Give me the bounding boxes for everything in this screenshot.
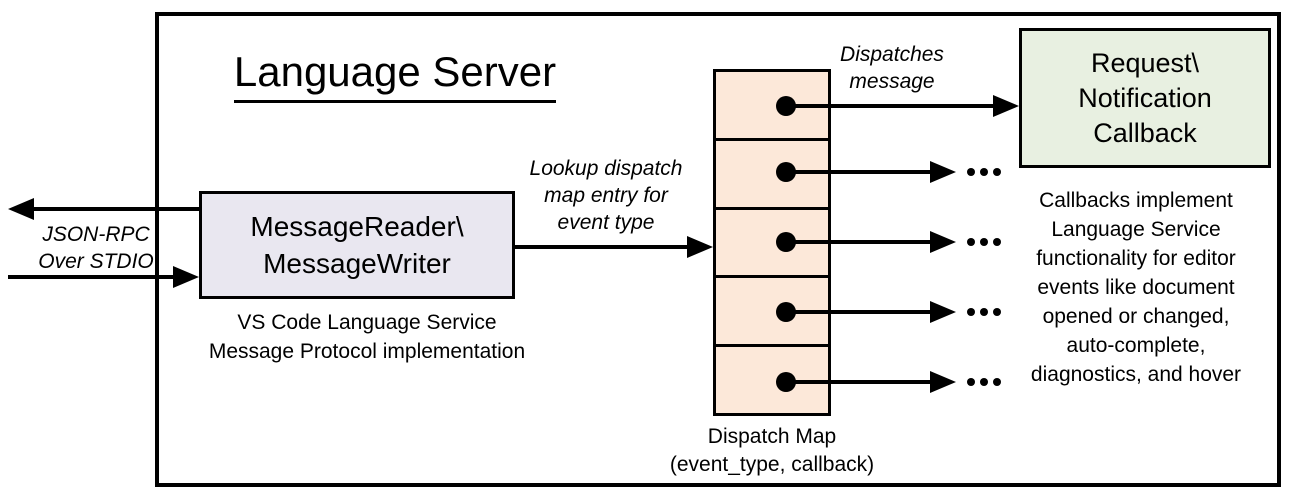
stdio-label: JSON-RPC Over STDIO xyxy=(16,221,176,275)
more-callbacks-ellipsis-icon xyxy=(967,308,1001,316)
message-caption-line1: VS Code Language Service xyxy=(237,311,497,334)
lookup-label-line1: Lookup dispatch xyxy=(529,157,683,180)
callbacks-note-line2: Language Service xyxy=(1051,218,1221,241)
message-reader-writer-box: MessageReader\ MessageWriter xyxy=(199,191,515,299)
request-notification-callback-box: Request\ Notification Callback xyxy=(1019,28,1271,168)
message-box-line2: MessageWriter xyxy=(263,248,451,279)
lookup-arrow-shaft xyxy=(515,245,689,249)
message-caption-line2: Message Protocol implementation xyxy=(208,340,526,363)
dispatches-message-label: Dispatches message xyxy=(806,41,978,95)
dispatch-map-cell xyxy=(716,210,828,279)
lookup-arrow-head-icon xyxy=(687,236,713,258)
dispatches-label-line1: Dispatches xyxy=(840,43,944,66)
message-box-caption: VS Code Language Service Message Protoco… xyxy=(177,308,557,366)
dispatch-map-caption-line2: (event_type, callback) xyxy=(669,453,875,476)
dispatch-arrow-4-shaft xyxy=(786,310,932,314)
callbacks-note-line6: auto-complete, xyxy=(1066,334,1206,357)
dispatch-map-caption: Dispatch Map (event_type, callback) xyxy=(652,423,892,479)
dispatch-arrow-1-head-icon xyxy=(993,95,1019,117)
dispatch-map-cell xyxy=(716,72,828,141)
lookup-label-line3: event type xyxy=(557,211,655,234)
dispatch-arrow-4-head-icon xyxy=(930,301,956,323)
more-callbacks-ellipsis-icon xyxy=(967,238,1001,246)
dispatches-label-line2: message xyxy=(849,70,935,93)
stdio-out-arrow-shaft xyxy=(30,207,199,211)
callback-box-line2: Notification xyxy=(1078,82,1212,113)
callbacks-note-line1: Callbacks implement xyxy=(1039,189,1233,212)
callbacks-note-line4: events like document xyxy=(1037,276,1235,299)
lookup-label: Lookup dispatch map entry for event type xyxy=(510,155,702,236)
callbacks-note-line5: opened or changed, xyxy=(1042,305,1230,328)
stdio-in-arrow-head-icon xyxy=(173,266,199,288)
dispatch-arrow-3-shaft xyxy=(786,240,932,244)
dispatch-arrow-2-head-icon xyxy=(930,161,956,183)
lookup-label-line2: map entry for xyxy=(544,184,668,207)
language-server-boundary-box xyxy=(155,12,1281,487)
stdio-label-line1: JSON-RPC xyxy=(42,223,150,246)
callback-box-line1: Request\ xyxy=(1090,47,1200,78)
dispatch-arrow-3-head-icon xyxy=(930,231,956,253)
dispatch-map-cell xyxy=(716,141,828,210)
more-callbacks-ellipsis-icon xyxy=(967,378,1001,386)
callbacks-note-line7: diagnostics, and hover xyxy=(1030,363,1242,386)
diagram-title: Language Server xyxy=(200,46,590,103)
stdio-in-arrow-shaft xyxy=(8,275,175,279)
callbacks-note: Callbacks implement Language Service fun… xyxy=(1006,186,1266,389)
more-callbacks-ellipsis-icon xyxy=(967,168,1001,176)
stdio-label-line2: Over STDIO xyxy=(38,250,154,273)
stdio-out-arrow-head-icon xyxy=(8,198,34,220)
diagram-title-text: Language Server xyxy=(233,46,557,103)
message-box-line1: MessageReader\ xyxy=(250,211,464,242)
dispatch-arrow-5-head-icon xyxy=(930,371,956,393)
dispatch-arrow-5-shaft xyxy=(786,380,932,384)
callback-box-line3: Callback xyxy=(1093,117,1197,148)
dispatch-arrow-2-shaft xyxy=(786,170,932,174)
dispatch-map-cell xyxy=(716,278,828,348)
dispatch-map-caption-line1: Dispatch Map xyxy=(707,425,837,448)
dispatch-arrow-1-shaft xyxy=(786,104,1002,108)
callbacks-note-line3: functionality for editor xyxy=(1036,247,1236,270)
